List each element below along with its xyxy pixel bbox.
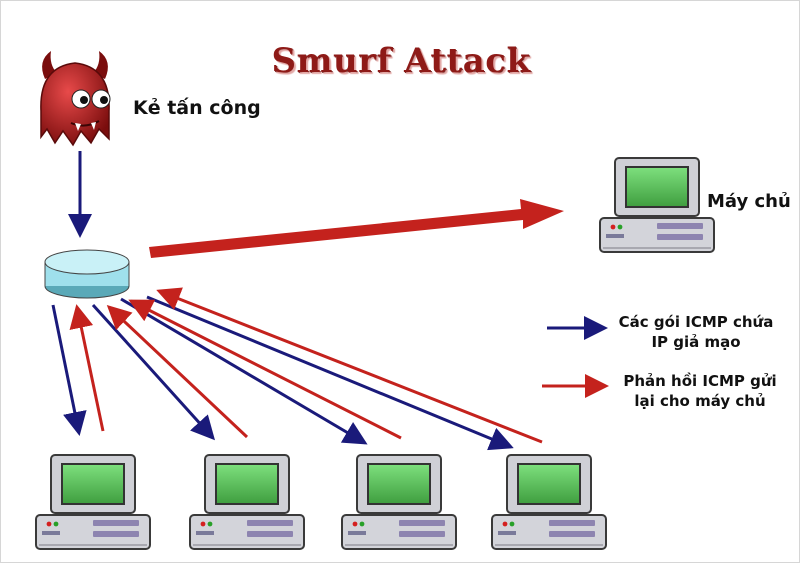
reply-arrow-host-1 [69, 304, 105, 432]
attacker-label: Kẻ tấn công [133, 97, 261, 119]
server-computer-icon [599, 157, 715, 253]
legend-spoofed-text: Các gói ICMP chứa IP giả mạo [601, 312, 791, 352]
host-computer-3-icon [341, 454, 457, 550]
reply-arrow-host-3 [128, 299, 402, 440]
router-to-server-arrow [149, 199, 564, 258]
legend-reply-line2: lại cho máy chủ [634, 392, 766, 410]
server-label: Máy chủ [707, 191, 791, 212]
spoofed-arrow-host-2 [91, 303, 216, 441]
spoofed-arrow-host-4 [146, 295, 514, 451]
devil-icon [40, 51, 111, 147]
legend-spoofed-line1: Các gói ICMP chứa [618, 313, 774, 331]
diagram-title: Smurf Attack [271, 41, 531, 81]
reply-arrow-host-4 [156, 287, 543, 444]
host-computer-4-icon [491, 454, 607, 550]
router-icon [44, 249, 130, 299]
host-computer-1-icon [35, 454, 151, 550]
legend-reply-line1: Phản hồi ICMP gửi [623, 372, 777, 390]
legend-spoofed-line2: IP giả mạo [651, 333, 741, 351]
spoofed-arrow-host-1 [51, 304, 87, 436]
legend-reply-text: Phản hồi ICMP gửi lại cho máy chủ [605, 371, 795, 411]
host-computer-2-icon [189, 454, 305, 550]
spoofed-arrow-host-3 [120, 297, 368, 445]
reply-arrow-host-2 [106, 304, 249, 439]
